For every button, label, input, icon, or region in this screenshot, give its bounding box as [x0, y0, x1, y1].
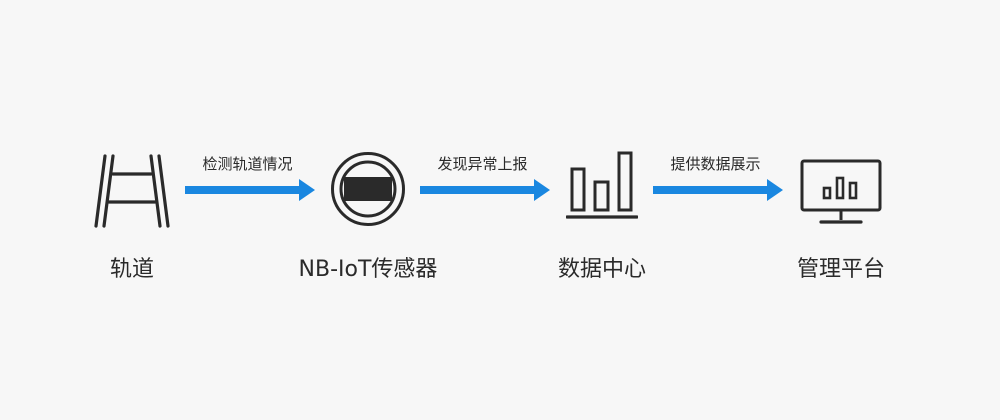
sensor-device-icon: [331, 152, 405, 226]
edge-label-display: 提供数据展示: [670, 155, 761, 173]
monitor-chart-icon: [800, 159, 882, 224]
bar-chart-icon: [566, 151, 638, 219]
arrow-right-icon: [653, 179, 783, 201]
node-label-sensor: NB-IoT传感器: [298, 257, 438, 282]
edge-label-report: 发现异常上报: [437, 155, 528, 173]
node-label-track: 轨道: [109, 257, 154, 282]
node-label-datacenter: 数据中心: [557, 257, 646, 282]
node-label-platform: 管理平台: [796, 257, 885, 282]
arrow-right-icon: [185, 179, 315, 201]
arrow-right-icon: [420, 179, 550, 201]
edge-label-detect: 检测轨道情况: [202, 155, 293, 173]
track-ladder-icon: [94, 154, 170, 228]
